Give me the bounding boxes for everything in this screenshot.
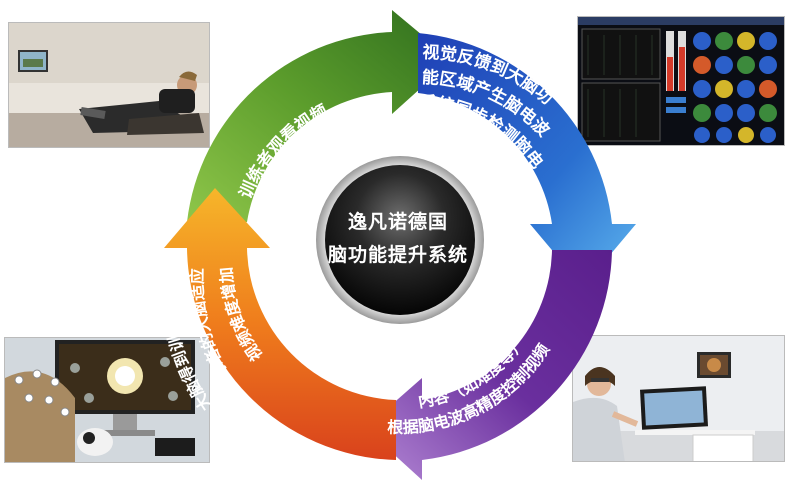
photo-trainee-watching-video [8, 22, 210, 148]
photo-eeg-software-screen [577, 16, 785, 146]
photo-trainee-at-computer [572, 335, 785, 462]
center-title-line1: 逸凡诺德国 [347, 211, 448, 233]
arrow-purple [365, 250, 612, 480]
arrow-blue [418, 33, 636, 287]
arrow-orange [164, 188, 396, 460]
photo-child-eeg-cap [4, 337, 210, 463]
arrow-green [187, 10, 452, 222]
center-title-line2: 脑功能提升系统 [327, 244, 468, 266]
center-disc [325, 165, 475, 315]
